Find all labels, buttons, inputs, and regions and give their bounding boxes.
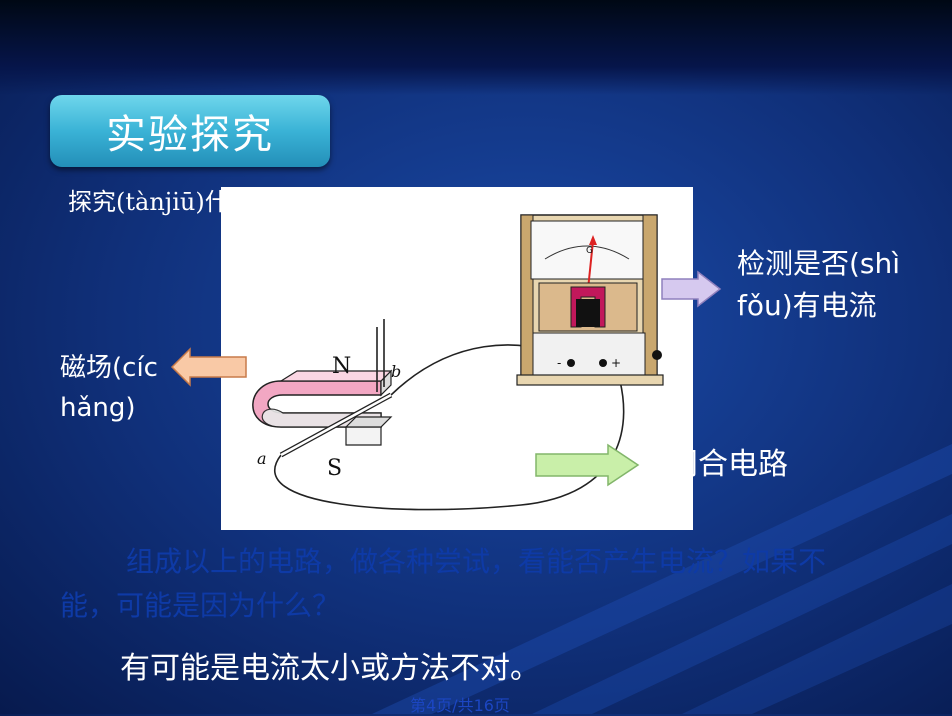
experiment-diagram: N S a b G - + <box>252 214 664 511</box>
horseshoe-magnet <box>252 369 393 446</box>
right-arrow-circuit <box>535 443 640 487</box>
terminal-plus: + <box>611 356 621 370</box>
magnetic-field-label: 磁场(cíchǎng) <box>60 353 158 423</box>
detect-current-label: 检测是否(shì fǒu)有电流 <box>737 247 901 322</box>
title-banner: 实验探究 <box>50 95 330 167</box>
page-indicator: 第4页/共16页 <box>410 696 510 715</box>
answer-text: 有可能是电流太小或方法不对。 <box>120 651 540 686</box>
decorative-stripes <box>372 444 952 714</box>
wire-end-a-label: a <box>257 449 267 468</box>
south-pole-label: S <box>327 456 342 481</box>
terminal-minus: - <box>557 356 561 370</box>
slide-title: 实验探究 <box>106 112 274 158</box>
right-arrow-detect <box>661 270 722 308</box>
galvanometer <box>516 214 664 386</box>
north-pole-label: N <box>332 354 351 379</box>
closed-circuit-label: 闭合电路 <box>668 447 788 482</box>
wire-end-b-label: b <box>391 362 401 381</box>
task-text: 组成以上的电路，做各种尝试，看能否产生电流？如果不能，可能是因为什么？ <box>60 545 827 622</box>
top-dark-band <box>0 0 952 95</box>
left-arrow <box>170 347 247 387</box>
circuit-wire <box>273 366 625 511</box>
meter-letter: G <box>586 246 593 256</box>
